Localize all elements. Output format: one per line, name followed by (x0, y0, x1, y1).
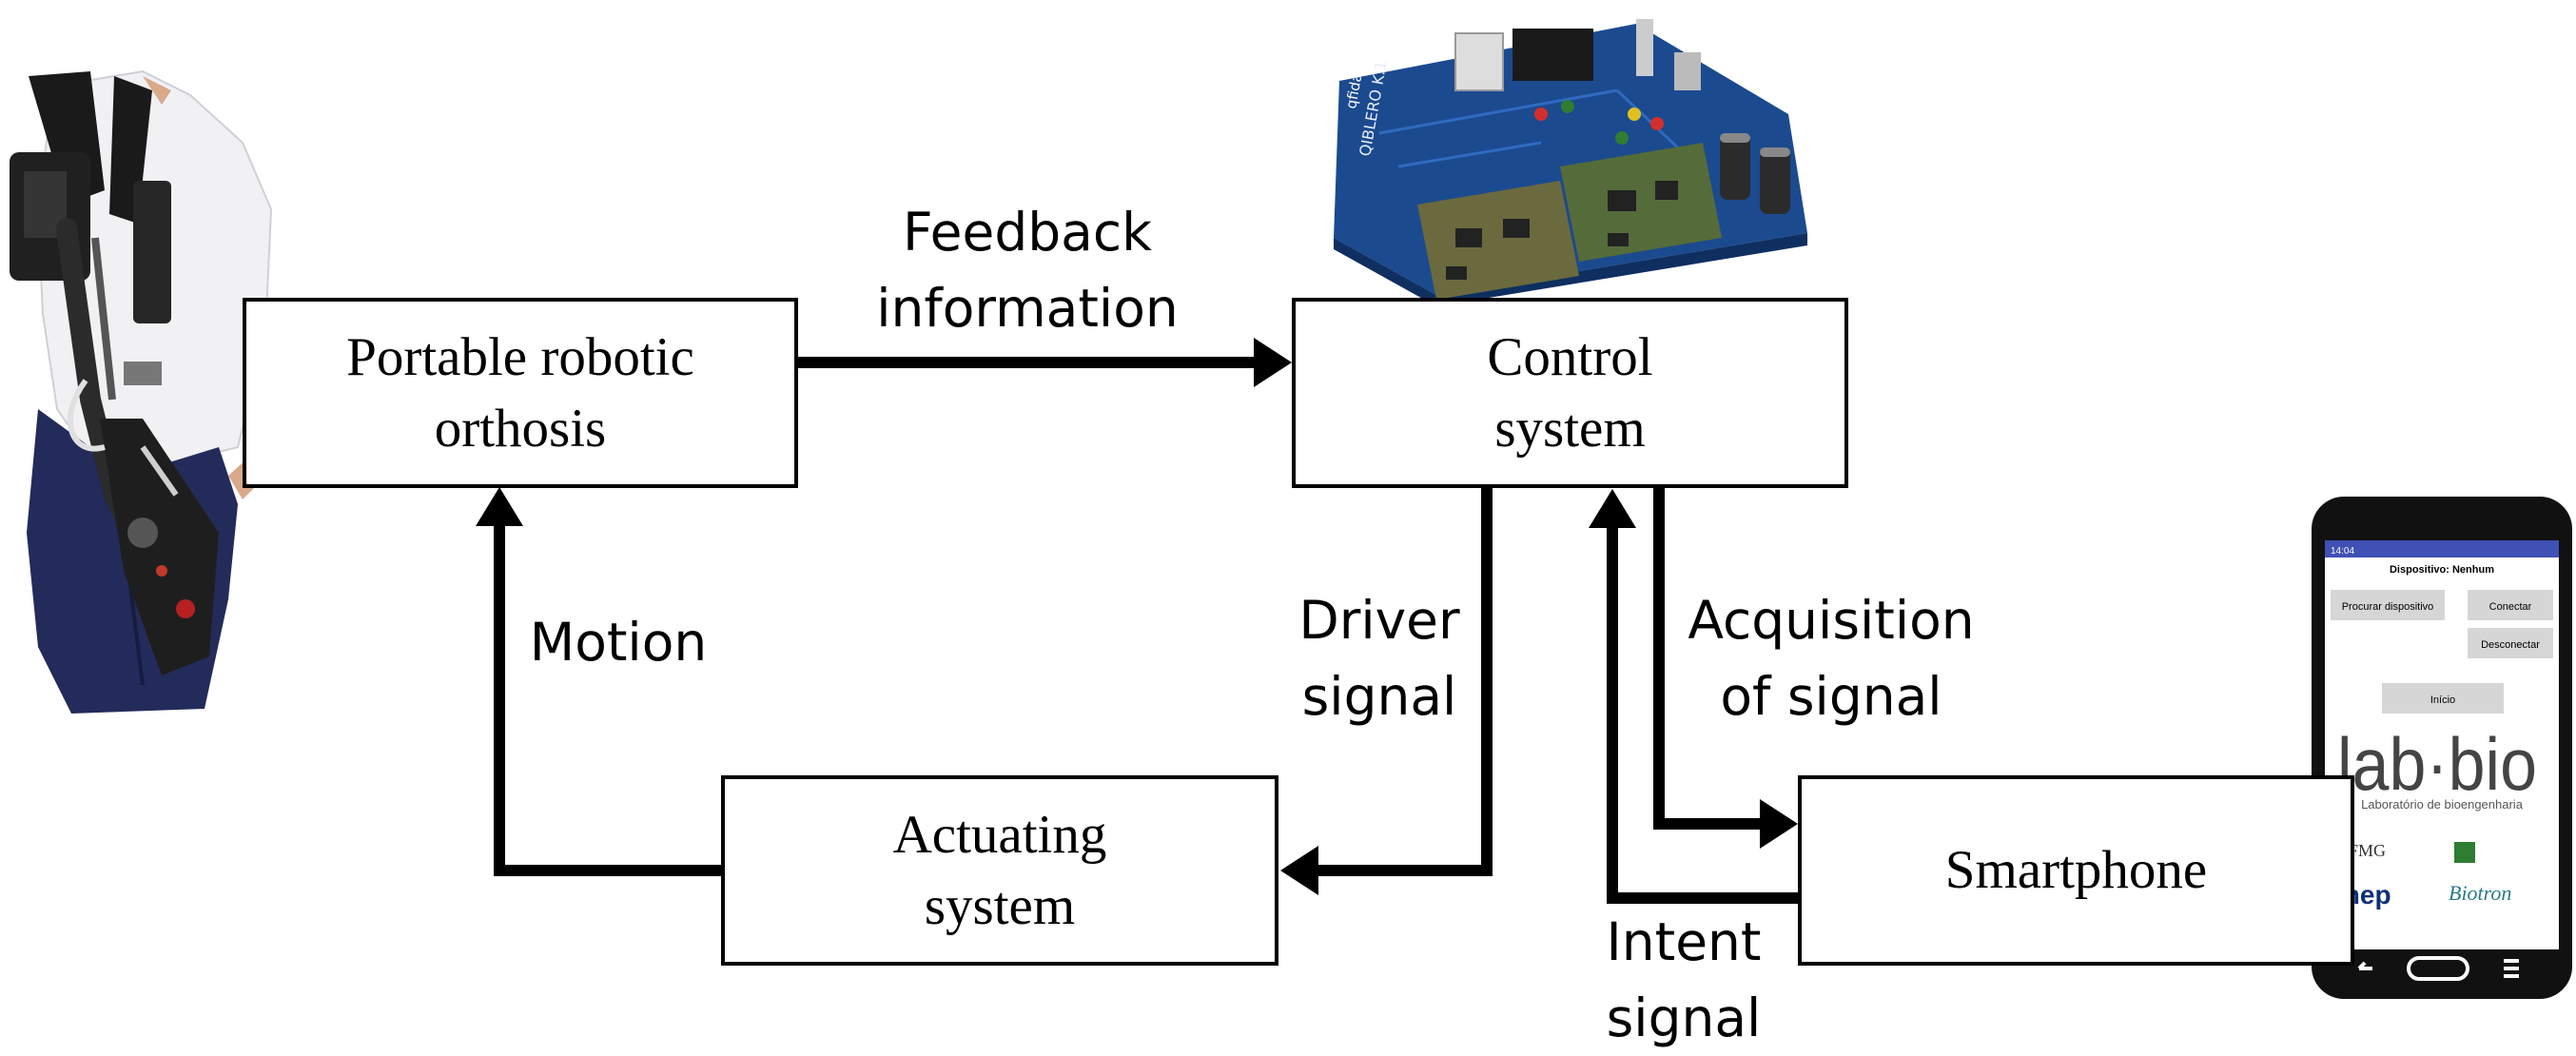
smartphone-box: Smartphone (1798, 775, 2354, 966)
phone-search-button[interactable]: Procurar dispositivo (2331, 590, 2445, 620)
person-wearing-orthosis-image (10, 69, 273, 714)
labbio-logo-text: lab·bio (2337, 722, 2537, 806)
svg-text:Desconectar: Desconectar (2481, 639, 2540, 651)
control-label-line1: Control (1487, 326, 1653, 387)
portable-robotic-orthosis-box: Portable robotic orthosis (243, 298, 798, 488)
control-label-line2: system (1494, 399, 1646, 459)
phone-status-time: 14:04 (2331, 546, 2354, 557)
actuating-label-line1: Actuating (892, 804, 1107, 865)
menu-nav-icon[interactable] (2504, 959, 2519, 978)
svg-text:Início: Início (2430, 694, 2455, 706)
orthosis-label-line2: orthosis (434, 399, 607, 459)
driver-signal-label: Driver signal (1298, 590, 1460, 727)
feedback-arrow (797, 338, 1292, 387)
svg-text:Procurar dispositivo: Procurar dispositivo (2342, 601, 2434, 613)
motion-label: Motion (529, 612, 708, 673)
actuating-label-line2: system (924, 876, 1076, 936)
biotron-logo-text: Biotron (2449, 881, 2511, 905)
acquisition-signal-arrow (1653, 487, 1798, 849)
partner-logo-icon (2454, 842, 2475, 863)
svg-text:Conectar: Conectar (2489, 601, 2532, 613)
back-nav-icon[interactable] (2357, 961, 2372, 970)
control-board-image: QIBLERO K.1 qfida (1334, 19, 1807, 306)
actuating-system-box: Actuating system (721, 775, 1278, 966)
motion-arrow (476, 487, 721, 876)
smartphone-image: 14:04 Dispositivo: Nenhum Procurar dispo… (2312, 497, 2572, 999)
control-system-box: Control system (1292, 298, 1848, 488)
labbio-subtitle: Laboratório de bioengenharia (2361, 797, 2524, 812)
driver-signal-arrow (1280, 487, 1493, 895)
phone-home-button[interactable]: Início (2382, 683, 2504, 714)
home-nav-icon[interactable] (2407, 956, 2469, 981)
intent-signal-arrow (1589, 489, 1798, 904)
phone-disconnect-button[interactable]: Desconectar (2468, 628, 2553, 658)
orthosis-label-line1: Portable robotic (346, 326, 694, 387)
intent-signal-label: Intent signal (1606, 911, 1762, 1048)
feedback-information-label: Feedback information (876, 202, 1179, 339)
smartphone-label: Smartphone (1944, 840, 2208, 901)
acquisition-of-signal-label: Acquisition of signal (1688, 590, 1975, 727)
phone-screen-title: Dispositivo: Nenhum (2390, 564, 2494, 576)
phone-connect-button[interactable]: Conectar (2468, 590, 2553, 620)
